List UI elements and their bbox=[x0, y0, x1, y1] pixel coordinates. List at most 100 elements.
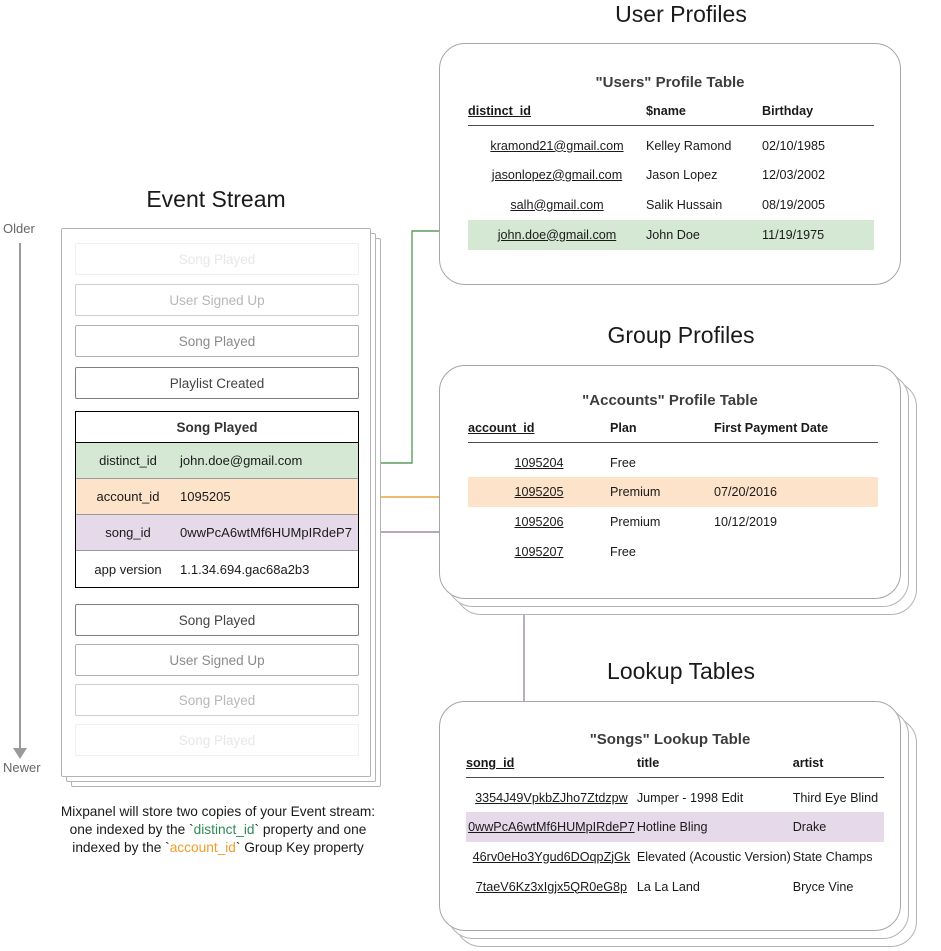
table-row-highlighted[interactable]: 0wwPcA6wtMf6HUMpIRdeP7 Hotline Bling Dra… bbox=[466, 811, 884, 842]
column-header-plan: Plan bbox=[610, 421, 637, 435]
table-row[interactable]: 1095204 Free bbox=[468, 443, 878, 477]
cell-distinct-id: salh@gmail.com bbox=[510, 197, 604, 212]
timeline-arrow-icon bbox=[13, 748, 27, 759]
event-property-value: 0wwPcA6wtMf6HUMpIRdeP7 bbox=[180, 525, 352, 540]
cell-first-payment-date: 10/12/2019 bbox=[714, 514, 778, 529]
cell-account-id: 1095207 bbox=[514, 544, 564, 559]
songs-lookup-table: song_id title artist 3354J49VpkbZJho7Ztd… bbox=[466, 756, 884, 902]
column-header-birthday: Birthday bbox=[762, 104, 814, 118]
column-header-title: title bbox=[636, 756, 660, 770]
cell-birthday: 08/19/2005 bbox=[762, 197, 826, 212]
table-row[interactable]: 3354J49VpkbZJho7Ztdzpw Jumper - 1998 Edi… bbox=[466, 778, 884, 812]
cell-distinct-id: jasonlopez@gmail.com bbox=[491, 167, 623, 182]
cell-name: Salik Hussain bbox=[646, 197, 723, 212]
cell-distinct-id: kramond21@gmail.com bbox=[490, 138, 624, 153]
expanded-event-card[interactable]: Song Played distinct_id john.doe@gmail.c… bbox=[75, 411, 359, 588]
expanded-event-title: Song Played bbox=[76, 412, 358, 443]
event-property-key: account_id bbox=[96, 489, 160, 504]
event-row[interactable]: User Signed Up bbox=[75, 284, 359, 316]
table-row[interactable]: jasonlopez@gmail.com Jason Lopez 12/03/2… bbox=[468, 160, 874, 190]
event-row[interactable]: Playlist Created bbox=[75, 367, 359, 399]
cell-birthday: 12/03/2002 bbox=[762, 167, 826, 182]
cell-account-id: 1095205 bbox=[514, 484, 564, 499]
cell-artist: Drake bbox=[792, 819, 827, 834]
table-row-highlighted[interactable]: john.doe@gmail.com John Doe 11/19/1975 bbox=[468, 219, 874, 250]
group-profiles-title: Group Profiles bbox=[607, 322, 755, 348]
caption-line-3a: indexed by the ` bbox=[72, 840, 170, 855]
event-row[interactable]: Song Played bbox=[75, 604, 359, 636]
table-row[interactable]: kramond21@gmail.com Kelley Ramond 02/10/… bbox=[468, 126, 874, 160]
cell-song-id: 7taeV6Kz3xIgjx5QR0eG8p bbox=[475, 879, 628, 894]
cell-artist: Third Eye Blind bbox=[792, 790, 879, 805]
cell-plan: Free bbox=[610, 544, 636, 559]
cell-first-payment-date: 07/20/2016 bbox=[714, 484, 778, 499]
timeline-axis bbox=[19, 243, 21, 755]
caption-line-2a: one indexed by the ` bbox=[69, 822, 194, 837]
caption-distinct-id-key: distinct_id bbox=[193, 822, 255, 837]
column-header-song-id: song_id bbox=[466, 756, 515, 770]
table-header-row: distinct_id $name Birthday bbox=[468, 104, 874, 126]
cell-title: Elevated (Acoustic Version) bbox=[636, 849, 791, 864]
cell-title: La La Land bbox=[636, 879, 700, 894]
cell-plan: Premium bbox=[610, 484, 661, 499]
caption-line-2b: ` property and one bbox=[254, 822, 367, 837]
event-row[interactable]: Song Played bbox=[75, 325, 359, 357]
cell-account-id: 1095206 bbox=[514, 514, 564, 529]
column-header-first-payment-date: First Payment Date bbox=[714, 421, 829, 435]
cell-song-id: 46rv0eHo3Ygud6DOqpZjGk bbox=[472, 849, 631, 864]
event-row[interactable]: Song Played bbox=[75, 243, 359, 275]
cell-account-id: 1095204 bbox=[514, 455, 564, 470]
column-header-artist: artist bbox=[792, 756, 824, 770]
cell-birthday: 02/10/1985 bbox=[762, 138, 826, 153]
column-header-name: $name bbox=[646, 104, 686, 118]
cell-plan: Free bbox=[610, 455, 636, 470]
event-row[interactable]: Song Played bbox=[75, 724, 359, 756]
caption-account-id-key: account_id bbox=[169, 840, 236, 855]
group-profiles-panel-stack: "Accounts" Profile Table account_id Plan… bbox=[439, 365, 917, 615]
event-property-key: distinct_id bbox=[99, 453, 157, 468]
caption-line-1: Mixpanel will store two copies of your E… bbox=[60, 804, 376, 819]
accounts-table-title: "Accounts" Profile Table bbox=[582, 392, 758, 409]
event-property-key: song_id bbox=[105, 525, 151, 540]
table-row[interactable]: 1095206 Premium 10/12/2019 bbox=[468, 507, 878, 537]
users-profile-table: distinct_id $name Birthday kramond21@gma… bbox=[468, 104, 874, 250]
cell-title: Hotline Bling bbox=[636, 819, 708, 834]
cell-birthday: 11/19/1975 bbox=[762, 227, 825, 242]
event-stream-card: Song Played User Signed Up Song Played P… bbox=[61, 228, 371, 777]
event-stream-title: Event Stream bbox=[146, 186, 286, 212]
cell-song-id: 3354J49VpkbZJho7Ztdzpw bbox=[475, 790, 628, 805]
event-row[interactable]: User Signed Up bbox=[75, 644, 359, 676]
table-row[interactable]: 1095207 Free bbox=[468, 537, 878, 567]
cell-plan: Premium bbox=[610, 514, 661, 529]
songs-table-title: "Songs" Lookup Table bbox=[589, 731, 751, 748]
users-table-title: "Users" Profile Table bbox=[595, 74, 745, 91]
event-property-value: 1.1.34.694.gac68a2b3 bbox=[180, 561, 310, 577]
user-profiles-panel-stack: "Users" Profile Table distinct_id $name … bbox=[439, 43, 901, 285]
event-row[interactable]: Song Played bbox=[75, 684, 359, 716]
event-property-song-id[interactable]: song_id 0wwPcA6wtMf6HUMpIRdeP7 bbox=[76, 515, 358, 551]
table-row-highlighted[interactable]: 1095205 Premium 07/20/2016 bbox=[468, 476, 878, 507]
caption-line-3b: ` Group Key property bbox=[235, 840, 364, 855]
table-header-row: song_id title artist bbox=[466, 756, 884, 778]
event-property-value: john.doe@gmail.com bbox=[180, 453, 303, 468]
table-row[interactable]: 46rv0eHo3Ygud6DOqpZjGk Elevated (Acousti… bbox=[466, 842, 884, 872]
table-row[interactable]: salh@gmail.com Salik Hussain 08/19/2005 bbox=[468, 190, 874, 220]
timeline-newer-label: Newer bbox=[3, 760, 41, 775]
event-property-app-version[interactable]: app version 1.1.34.694.gac68a2b3 bbox=[76, 551, 358, 587]
cell-artist: State Champs bbox=[792, 849, 873, 864]
event-property-distinct-id[interactable]: distinct_id john.doe@gmail.com bbox=[76, 443, 358, 479]
lookup-tables-panel-stack: "Songs" Lookup Table song_id title artis… bbox=[439, 701, 917, 949]
cell-title: Jumper - 1998 Edit bbox=[636, 790, 744, 805]
cell-distinct-id: john.doe@gmail.com bbox=[497, 227, 617, 242]
lookup-tables-title: Lookup Tables bbox=[607, 658, 755, 684]
table-header-row: account_id Plan First Payment Date bbox=[468, 421, 878, 443]
cell-song-id: 0wwPcA6wtMf6HUMpIRdeP7 bbox=[468, 819, 635, 834]
event-stream-caption: Mixpanel will store two copies of your E… bbox=[38, 803, 398, 857]
cell-name: Jason Lopez bbox=[646, 167, 718, 182]
accounts-profile-table: account_id Plan First Payment Date 10952… bbox=[468, 421, 878, 567]
table-row[interactable]: 7taeV6Kz3xIgjx5QR0eG8p La La Land Bryce … bbox=[466, 872, 884, 902]
column-header-distinct-id: distinct_id bbox=[468, 104, 531, 118]
column-header-account-id: account_id bbox=[468, 421, 535, 435]
user-profiles-title: User Profiles bbox=[615, 1, 747, 27]
event-property-account-id[interactable]: account_id 1095205 bbox=[76, 479, 358, 515]
